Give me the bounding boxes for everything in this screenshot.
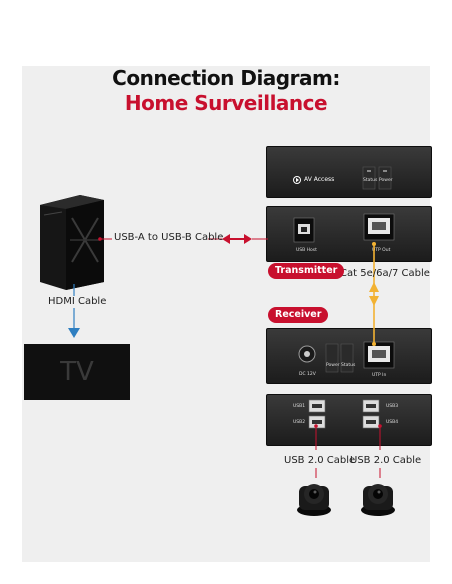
receiver-badge: Receiver (268, 307, 329, 323)
diagram-subtitle: Home Surveillance (124, 91, 328, 115)
receiver-usb-panel (266, 394, 432, 446)
power-led-label: Power (379, 178, 393, 183)
usb1-label: USB1 (293, 404, 306, 409)
usb2-cable-left-label: USB 2.0 Cable (284, 455, 356, 466)
transmitter-badge: Transmitter (268, 263, 345, 279)
tv-label: TV (60, 357, 94, 387)
hdmi-cable-label: HDMI Cable (48, 296, 107, 307)
cat-cable-label: Cat 5e/6a/7 Cable (340, 268, 430, 279)
diagram-title: Connection Diagram: (112, 66, 340, 90)
usb3-label: USB3 (386, 404, 399, 409)
usb4-label: USB4 (386, 420, 399, 425)
usb2-label: USB2 (293, 420, 306, 425)
receiver-power-label: Power (326, 363, 340, 368)
brand-label: AV Access (304, 176, 335, 183)
dc-12v-label: DC 12V (299, 372, 316, 377)
utp-in-label: UTP In (372, 373, 387, 378)
usb2-cable-right-label: USB 2.0 Cable (350, 455, 422, 466)
usb-a-to-usb-b-label: USB-A to USB-B Cable (114, 232, 224, 243)
transmitter-front-panel (266, 146, 432, 198)
utp-out-label: UTP Out (372, 248, 391, 253)
usb-host-label: USB Host (296, 248, 317, 253)
receiver-status-label: Status (341, 363, 356, 368)
status-led-label: Status (363, 178, 378, 183)
transmitter-back-panel (266, 206, 432, 262)
tv-screen (24, 344, 130, 400)
